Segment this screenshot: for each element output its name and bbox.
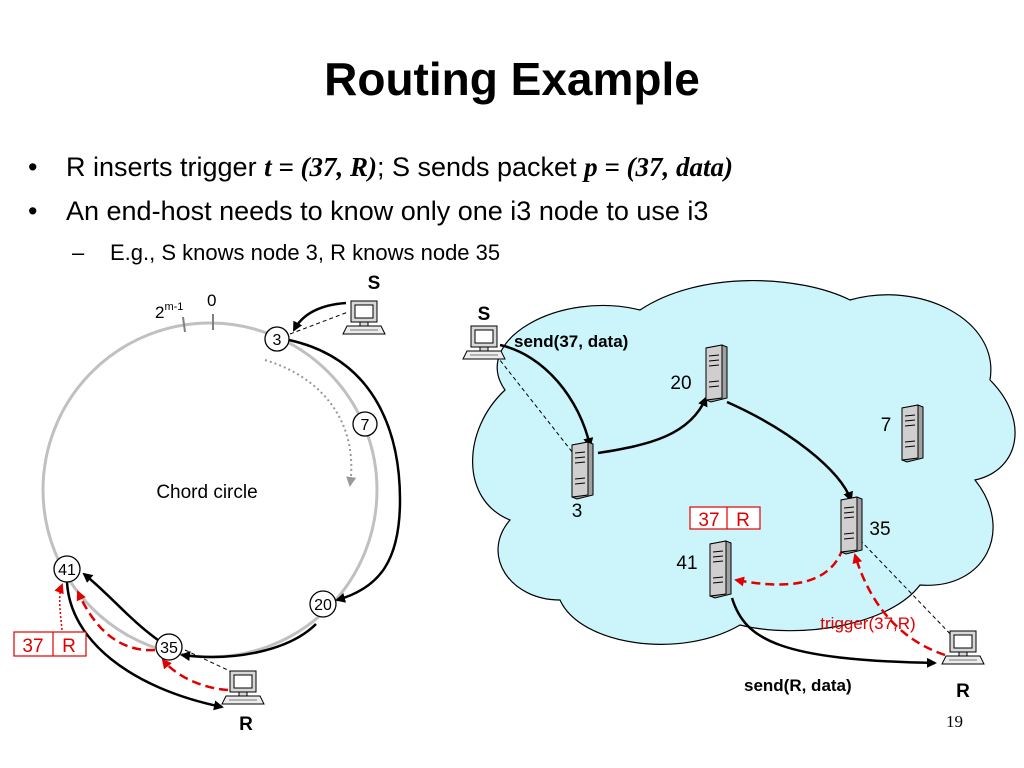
bullet-dot: • [28, 152, 38, 182]
chord-trigger-box: 37 R [13, 631, 87, 657]
network-trigger-box: 37 R [689, 506, 761, 531]
chord-node-35: 35 [155, 633, 183, 661]
svg-text:7: 7 [361, 417, 370, 434]
chord-node-20: 20 [309, 590, 337, 618]
label-two-pow: 2m-1 [155, 301, 183, 322]
label-zero: 0 [207, 291, 216, 310]
ring-route-20-to-35 [180, 623, 317, 662]
trigger-expression: t = (37, R) [264, 152, 377, 182]
svg-text:R: R [736, 510, 750, 531]
bullet-1: • R inserts trigger t = (37, R); S sends … [28, 152, 733, 183]
trigger-store-arrow [54, 583, 64, 631]
svg-text:37: 37 [698, 510, 719, 531]
slide-title: Routing Example [324, 53, 700, 105]
deliver-label: send(R, data) [744, 676, 852, 695]
ring-tick [182, 316, 186, 333]
chord-node-3: 3 [264, 326, 290, 352]
chord-sender-label: S [368, 273, 381, 294]
server-node-3-icon [571, 441, 594, 500]
sender-label: S [478, 304, 491, 325]
s-link [289, 311, 349, 335]
chord-node-41: 41 [53, 555, 81, 583]
ring-route-3-to-20 [288, 338, 402, 603]
bullet-dot: • [28, 196, 38, 226]
trigger-label: trigger(37,R) [820, 614, 915, 633]
trigger-r-to-35-arrow [852, 553, 946, 657]
ring-route-35-to-41 [82, 572, 159, 642]
route-20-to-35 [726, 400, 853, 502]
route-s-to-3 [499, 343, 594, 448]
node-20-label: 20 [670, 373, 691, 394]
chord-circle-label: Chord circle [156, 482, 257, 503]
node-3-label: 3 [572, 501, 583, 522]
server-node-41-icon [709, 540, 732, 599]
r-to-node-35-link [859, 539, 959, 643]
trigger-35-to-41-arrow [734, 547, 845, 587]
svg-text:41: 41 [58, 562, 76, 579]
trigger-r-to-35 [161, 658, 229, 692]
sub-bullet-text: E.g., S knows node 3, R knows node 35 [110, 240, 501, 265]
svg-text:R: R [62, 636, 76, 657]
chord-node-7: 7 [352, 411, 378, 437]
receiver-computer-icon [941, 630, 985, 665]
chord-receiver-computer-icon [221, 670, 265, 705]
svg-text:3: 3 [273, 332, 282, 349]
s-to-node-3-arrow [292, 301, 347, 332]
sender-computer-icon [462, 325, 506, 360]
bullet-2: • An end-host needs to know only one i3 n… [28, 196, 708, 227]
node-35-label: 35 [869, 519, 890, 540]
svg-text:37: 37 [22, 636, 43, 657]
packet-expression: p = (37, data) [584, 152, 733, 182]
ring-route-41-to-R [65, 581, 224, 711]
svg-text:20: 20 [314, 597, 332, 614]
route-3-to-20 [597, 396, 708, 455]
page-number: 19 [946, 712, 963, 731]
svg-text:35: 35 [160, 640, 178, 657]
bullet-1-mid: ; S sends packet [376, 152, 585, 182]
sub-bullet: –E.g., S knows node 3, R knows node 35 [72, 240, 500, 266]
server-node-35-icon [840, 496, 863, 555]
receiver-label: R [956, 681, 970, 702]
bullet-1-pre: R inserts trigger [66, 152, 265, 182]
server-node-7-icon [901, 404, 924, 463]
node-41-label: 41 [676, 553, 697, 574]
lookup-path [264, 359, 357, 487]
bullet-2-text: An end-host needs to know only one i3 no… [66, 196, 709, 226]
r-link [184, 649, 233, 673]
route-41-to-r [730, 597, 937, 668]
s-to-node-3-link [495, 354, 581, 463]
send-label: send(37, data) [514, 332, 628, 351]
server-node-20-icon [705, 344, 728, 403]
i3-cloud [472, 280, 1016, 645]
chord-sender-computer-icon [342, 300, 386, 335]
trigger-35-to-41 [76, 590, 156, 652]
sub-bullet-dash: – [72, 240, 85, 265]
node-7-label: 7 [881, 415, 892, 436]
chord-receiver-label: R [239, 714, 253, 735]
